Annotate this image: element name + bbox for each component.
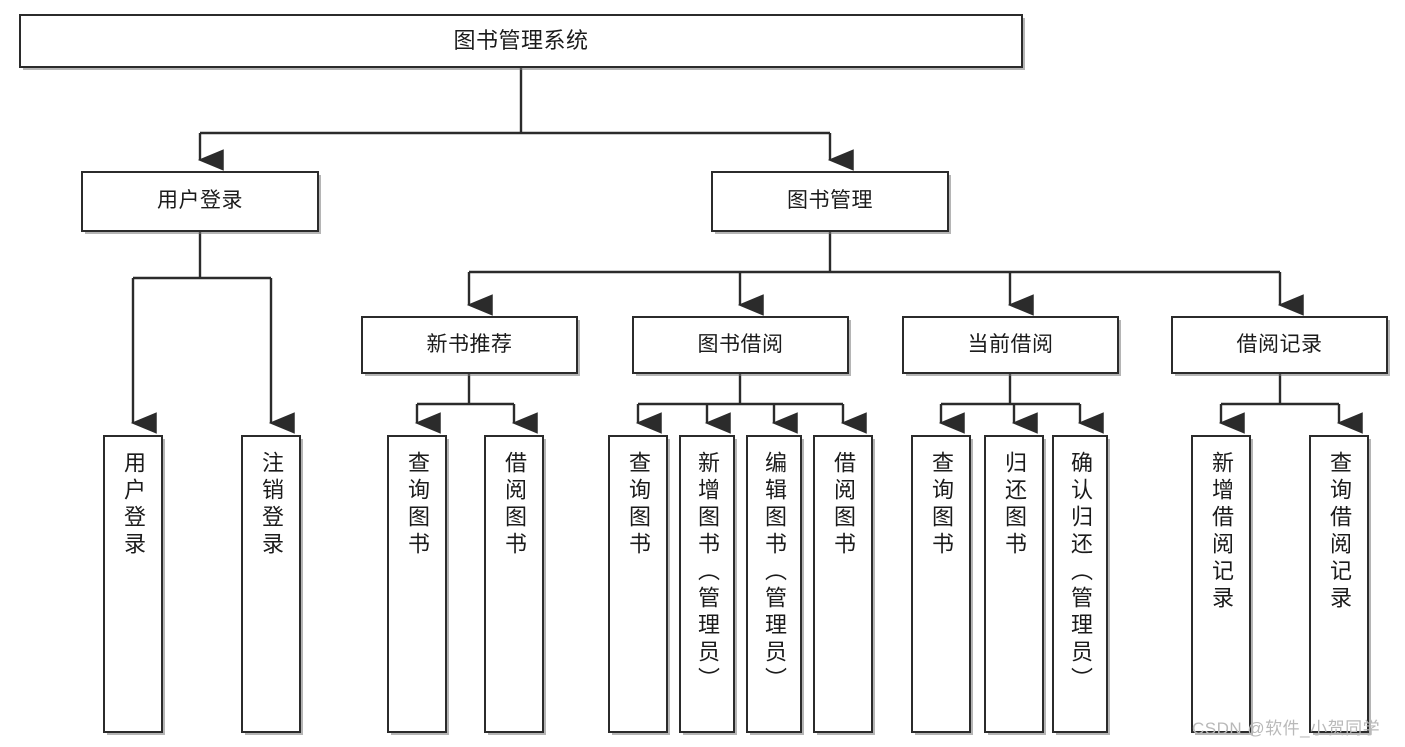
node-leaf-user-login[interactable]: 用户登录: [103, 435, 163, 733]
node-leaf-borrow-book-2[interactable]: 借阅图书: [813, 435, 873, 733]
node-leaf-add-book-admin[interactable]: 新增图书（管理员）: [679, 435, 735, 733]
node-leaf-add-borrow-record[interactable]: 新增借阅记录: [1191, 435, 1251, 733]
node-leaf-logout-login[interactable]: 注销登录: [241, 435, 301, 733]
node-leaf-query-book-3[interactable]: 查询图书: [911, 435, 971, 733]
node-borrow-record[interactable]: 借阅记录: [1171, 316, 1388, 374]
node-leaf-borrow-book-1-label: 借阅图书: [502, 451, 527, 559]
node-user-login[interactable]: 用户登录: [81, 171, 319, 232]
node-leaf-query-book-1[interactable]: 查询图书: [387, 435, 447, 733]
node-leaf-query-book-3-label: 查询图书: [929, 451, 954, 559]
node-root[interactable]: 图书管理系统: [19, 14, 1023, 68]
node-leaf-edit-book-admin-label: 编辑图书（管理员）: [762, 451, 787, 694]
node-new-book-recommend-label: 新书推荐: [426, 332, 513, 356]
node-user-login-label: 用户登录: [157, 189, 243, 213]
node-root-label: 图书管理系统: [453, 28, 589, 54]
node-leaf-return-book-label: 归还图书: [1002, 451, 1027, 559]
node-book-manage[interactable]: 图书管理: [711, 171, 949, 232]
node-current-borrow-label: 当前借阅: [967, 332, 1054, 356]
node-leaf-confirm-return-admin-label: 确认归还（管理员）: [1068, 451, 1093, 694]
node-leaf-borrow-book-1[interactable]: 借阅图书: [484, 435, 544, 733]
node-borrow-record-label: 借阅记录: [1236, 332, 1323, 356]
node-book-borrow-label: 图书借阅: [697, 332, 784, 356]
watermark: CSDN @软件_小贺同学: [1192, 719, 1381, 738]
node-leaf-query-borrow-record-label: 查询借阅记录: [1327, 451, 1352, 613]
node-leaf-query-book-1-label: 查询图书: [405, 451, 430, 559]
node-leaf-borrow-book-2-label: 借阅图书: [831, 451, 856, 559]
node-leaf-add-book-admin-label: 新增图书（管理员）: [695, 451, 720, 694]
node-book-borrow[interactable]: 图书借阅: [632, 316, 849, 374]
node-new-book-recommend[interactable]: 新书推荐: [361, 316, 578, 374]
node-leaf-query-book-2-label: 查询图书: [626, 451, 651, 559]
node-leaf-logout-login-label: 注销登录: [259, 451, 284, 559]
node-leaf-query-book-2[interactable]: 查询图书: [608, 435, 668, 733]
node-leaf-add-borrow-record-label: 新增借阅记录: [1209, 451, 1234, 613]
node-leaf-edit-book-admin[interactable]: 编辑图书（管理员）: [746, 435, 802, 733]
node-leaf-confirm-return-admin[interactable]: 确认归还（管理员）: [1052, 435, 1108, 733]
node-leaf-return-book[interactable]: 归还图书: [984, 435, 1044, 733]
node-current-borrow[interactable]: 当前借阅: [902, 316, 1119, 374]
node-leaf-query-borrow-record[interactable]: 查询借阅记录: [1309, 435, 1369, 733]
node-leaf-user-login-label: 用户登录: [121, 451, 146, 559]
node-book-manage-label: 图书管理: [787, 189, 873, 213]
